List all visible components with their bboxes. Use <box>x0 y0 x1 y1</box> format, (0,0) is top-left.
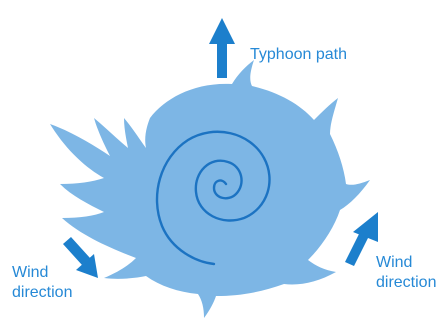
typhoon-body <box>50 60 370 318</box>
wind-label-right-line2: direction <box>376 274 437 291</box>
wind-label-left-line1: Wind <box>12 264 49 281</box>
typhoon-path-label: Typhoon path <box>250 45 347 65</box>
arrow-down-right-icon <box>63 237 98 278</box>
typhoon-spiral <box>155 130 271 266</box>
wind-direction-label-left: Wind direction <box>12 263 72 303</box>
wind-label-left-line2: direction <box>12 284 73 301</box>
typhoon-path-text: Typhoon path <box>250 46 347 63</box>
wind-label-right-line1: Wind <box>376 254 413 271</box>
typhoon-cloud <box>50 60 370 318</box>
wind-direction-label-right: Wind direction <box>376 253 436 293</box>
arrow-up-right-icon <box>345 212 378 266</box>
arrow-up-icon <box>209 18 235 78</box>
